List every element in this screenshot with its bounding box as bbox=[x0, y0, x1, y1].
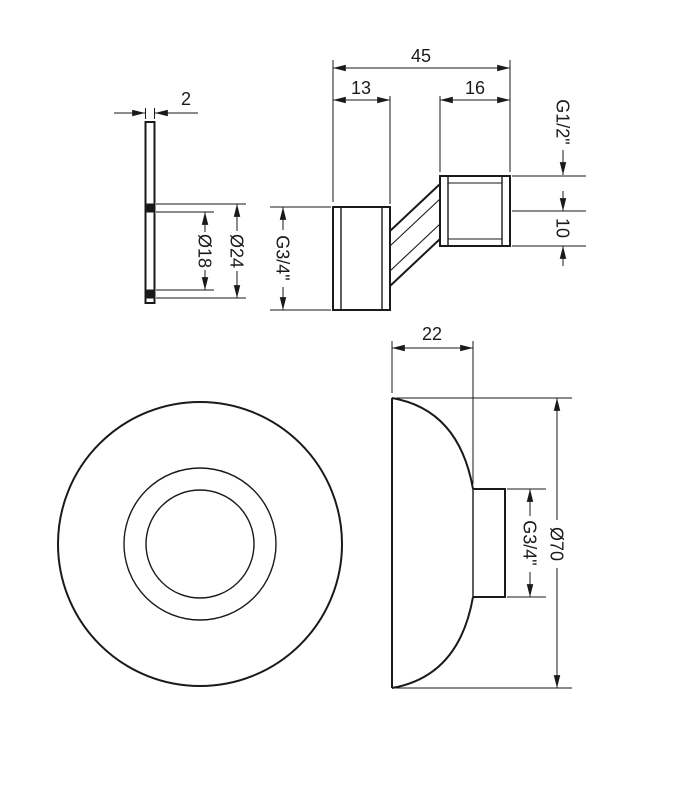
dim-text-escutcheon-depth: 22 bbox=[422, 324, 442, 344]
escutcheon-dome-top bbox=[391, 397, 474, 490]
washer-cut-section-bottom bbox=[145, 289, 155, 299]
offset-fitting-view bbox=[332, 175, 511, 311]
escutcheon-outer-circle bbox=[57, 401, 343, 687]
offset-fitting-dimensions: 45 13 16 G1/2" 10 G3/4" bbox=[270, 46, 586, 311]
dim-text-nut-thread: G3/4" bbox=[273, 235, 293, 280]
washer-section-view bbox=[144, 121, 156, 304]
fitting-tube-outer-top bbox=[389, 183, 441, 232]
escutcheon-middle-circle bbox=[123, 467, 277, 621]
ext-lines-depth bbox=[391, 341, 474, 484]
ext-lines-boss-thread bbox=[507, 488, 546, 598]
dim-text-overall-length: 45 bbox=[411, 46, 431, 66]
dim-text-nut-length: 13 bbox=[351, 78, 371, 98]
fitting-tube-inner-top bbox=[389, 198, 441, 247]
ext-lines-d70 bbox=[396, 397, 572, 689]
washer-cut-section-top bbox=[145, 203, 155, 213]
washer-dimensions: 2 Ø18 Ø24 bbox=[114, 89, 247, 299]
dim-text-washer-inner-diameter: Ø18 bbox=[195, 234, 215, 268]
dim-text-spigot-length: 16 bbox=[465, 78, 485, 98]
ext-lines-d24 bbox=[156, 203, 246, 299]
dim-text-spigot-thread: G1/2" bbox=[553, 99, 573, 144]
escutcheon-dome-bottom bbox=[391, 596, 474, 689]
ext-lines-overall bbox=[332, 60, 511, 202]
dim-text-escutcheon-thread: G3/4" bbox=[520, 520, 540, 565]
ext-lines-spigot-depth bbox=[512, 210, 586, 247]
fitting-spigot-body bbox=[439, 175, 511, 247]
fitting-tube-outer-bottom bbox=[389, 238, 441, 287]
escutcheon-side-view bbox=[391, 397, 506, 689]
dim-text-escutcheon-outer-diameter: Ø70 bbox=[547, 527, 567, 561]
fitting-nut-body bbox=[332, 206, 391, 311]
dim-text-spigot-depth: 10 bbox=[553, 218, 573, 238]
escutcheon-thread-boss bbox=[473, 488, 506, 598]
escutcheon-side-dimensions: 22 Ø70 G3/4" bbox=[391, 324, 572, 689]
fitting-tube-inner-bottom bbox=[389, 223, 441, 272]
escutcheon-front-view bbox=[57, 401, 343, 687]
ext-lines-thickness bbox=[145, 108, 155, 119]
dim-text-washer-outer-diameter: Ø24 bbox=[227, 234, 247, 268]
dim-text-washer-thickness: 2 bbox=[181, 89, 191, 109]
escutcheon-inner-circle bbox=[145, 489, 255, 599]
